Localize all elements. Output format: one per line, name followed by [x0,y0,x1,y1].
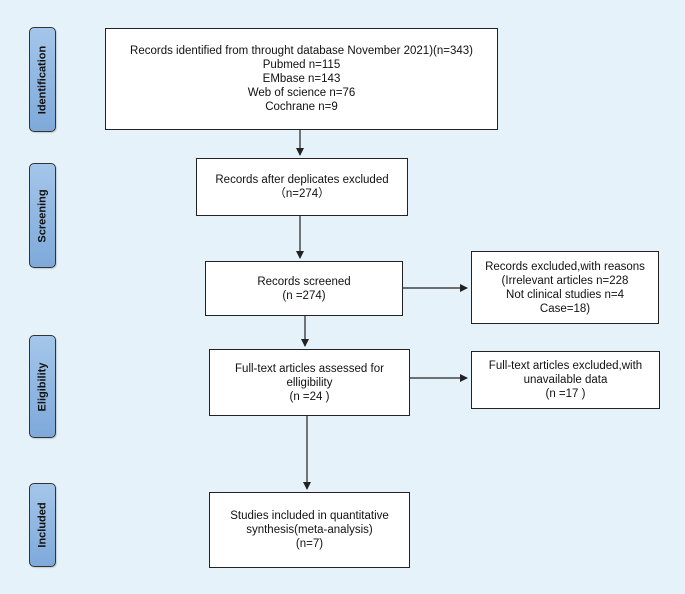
records-excluded-title: Records excluded,with reasons [485,260,645,273]
fulltext-assessed-count: (n =24 ) [289,390,330,403]
studies-included-count: (n=7) [295,538,324,550]
box-records-identified: Records identified from throught databas… [105,28,498,130]
fulltext-excluded-count: (n =17 ) [545,388,586,400]
fulltext-excluded-title: Full-text articles excluded,with [488,360,643,372]
not-clinical-studies-count: Not clinical studies n=4 [506,288,624,301]
records-screened-count: (n =274) [282,289,326,302]
box-records-excluded: Records excluded,with reasons (Irrelevan… [471,251,659,324]
studies-included-subtitle: synthesis(meta-analysis) [246,524,373,536]
studies-included-title: Studies included in quantitative [230,510,389,522]
cochrane-count: Cochrane n=9 [265,101,338,113]
fulltext-assessed-subtitle: elligibility [286,376,333,389]
case-count: Case=18) [539,302,591,315]
records-identified-title: Records identified from throught databas… [130,45,473,57]
fulltext-excluded-subtitle: unavailable data [523,374,608,386]
embase-count: EMbase n=143 [262,73,341,85]
box-records-screened: Records screened (n =274) [205,261,403,316]
records-after-duplicates-title: Records after deplicates excluded [215,174,389,186]
stage-identification: Identification [29,27,56,132]
box-fulltext-excluded: Full-text articles excluded,with unavail… [471,351,660,409]
records-screened-title: Records screened [257,275,351,288]
box-studies-included: Studies included in quantitative synthes… [209,492,410,568]
stage-included: Included [29,483,56,567]
fulltext-assessed-title: Full-text articles assessed for [235,362,384,375]
web-of-science-count: Web of science n=76 [247,87,356,99]
box-records-after-duplicates: Records after deplicates excluded （n=274… [196,158,408,216]
irrelevant-articles-count: (Irrelevant articles n=228 [501,274,629,287]
records-after-duplicates-count: （n=274） [274,188,330,200]
stage-eligibility: Eligibility [29,335,56,438]
stage-screening: Screening [29,163,56,268]
pubmed-count: Pubmed n=115 [262,59,341,71]
box-fulltext-assessed: Full-text articles assessed for elligibi… [209,349,410,416]
